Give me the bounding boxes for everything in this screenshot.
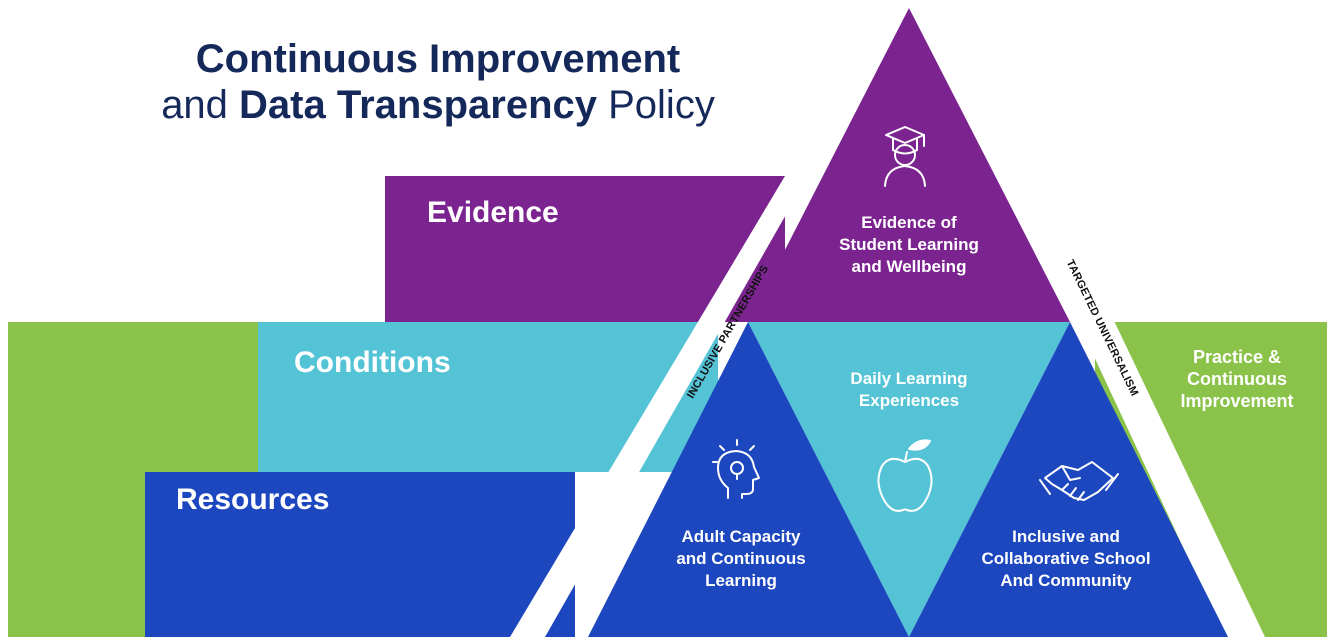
triangle-left-line-2: and Continuous [676, 549, 806, 568]
triangle-top-line-3: and Wellbeing [851, 257, 967, 276]
practice-line-1: Practice & [1192, 347, 1282, 367]
triangle-right-label: Inclusive and Collaborative School And C… [966, 526, 1166, 592]
triangle-left-line-1: Adult Capacity [681, 527, 801, 546]
resources-label: Resources [176, 483, 330, 516]
conditions-label: Conditions [294, 346, 451, 379]
apple-icon [877, 439, 933, 512]
triangle-middle-label: Daily Learning Experiences [809, 368, 1009, 412]
right-diagonal-strip [1049, 260, 1265, 637]
practice-line-2: Continuous [1187, 369, 1287, 389]
resources-band [145, 472, 575, 637]
left-diagonal-strip [510, 176, 808, 637]
triangle-right-line-3: And Community [1000, 571, 1132, 590]
triangle-middle [748, 322, 1070, 637]
practice-label: Practice & Continuous Improvement [1152, 346, 1322, 412]
triangle-top-label: Evidence of Student Learning and Wellbei… [809, 212, 1009, 278]
triangle-left [588, 322, 909, 637]
title-line-1: Continuous Improvement [195, 37, 681, 81]
triangle-middle-line-2: Experiences [858, 391, 960, 410]
triangle-top-line-1: Evidence of [861, 213, 957, 232]
graduate-icon [884, 126, 926, 187]
title-line-2-part-a: and [161, 83, 240, 127]
triangle-right-line-1: Inclusive and [1012, 527, 1120, 546]
evidence-label: Evidence [427, 196, 559, 229]
triangle-middle-line-1: Daily Learning [850, 369, 968, 388]
triangle-left-label: Adult Capacity and Continuous Learning [641, 526, 841, 592]
page-title: Continuous Improvement [118, 36, 758, 82]
triangle-right [909, 322, 1228, 637]
head-lightbulb-icon [712, 439, 760, 499]
triangle-left-line-3: Learning [705, 571, 777, 590]
triangle-top-line-2: Student Learning [839, 235, 979, 254]
title-line-2-part-b: Policy [597, 83, 715, 127]
title-line-2-bold: Data Transparency [239, 83, 597, 127]
handshake-icon [1039, 461, 1119, 501]
triangle-right-line-2: Collaborative School [981, 549, 1151, 568]
page-subtitle: and Data Transparency Policy [118, 82, 758, 128]
practice-line-3: Improvement [1180, 391, 1294, 411]
